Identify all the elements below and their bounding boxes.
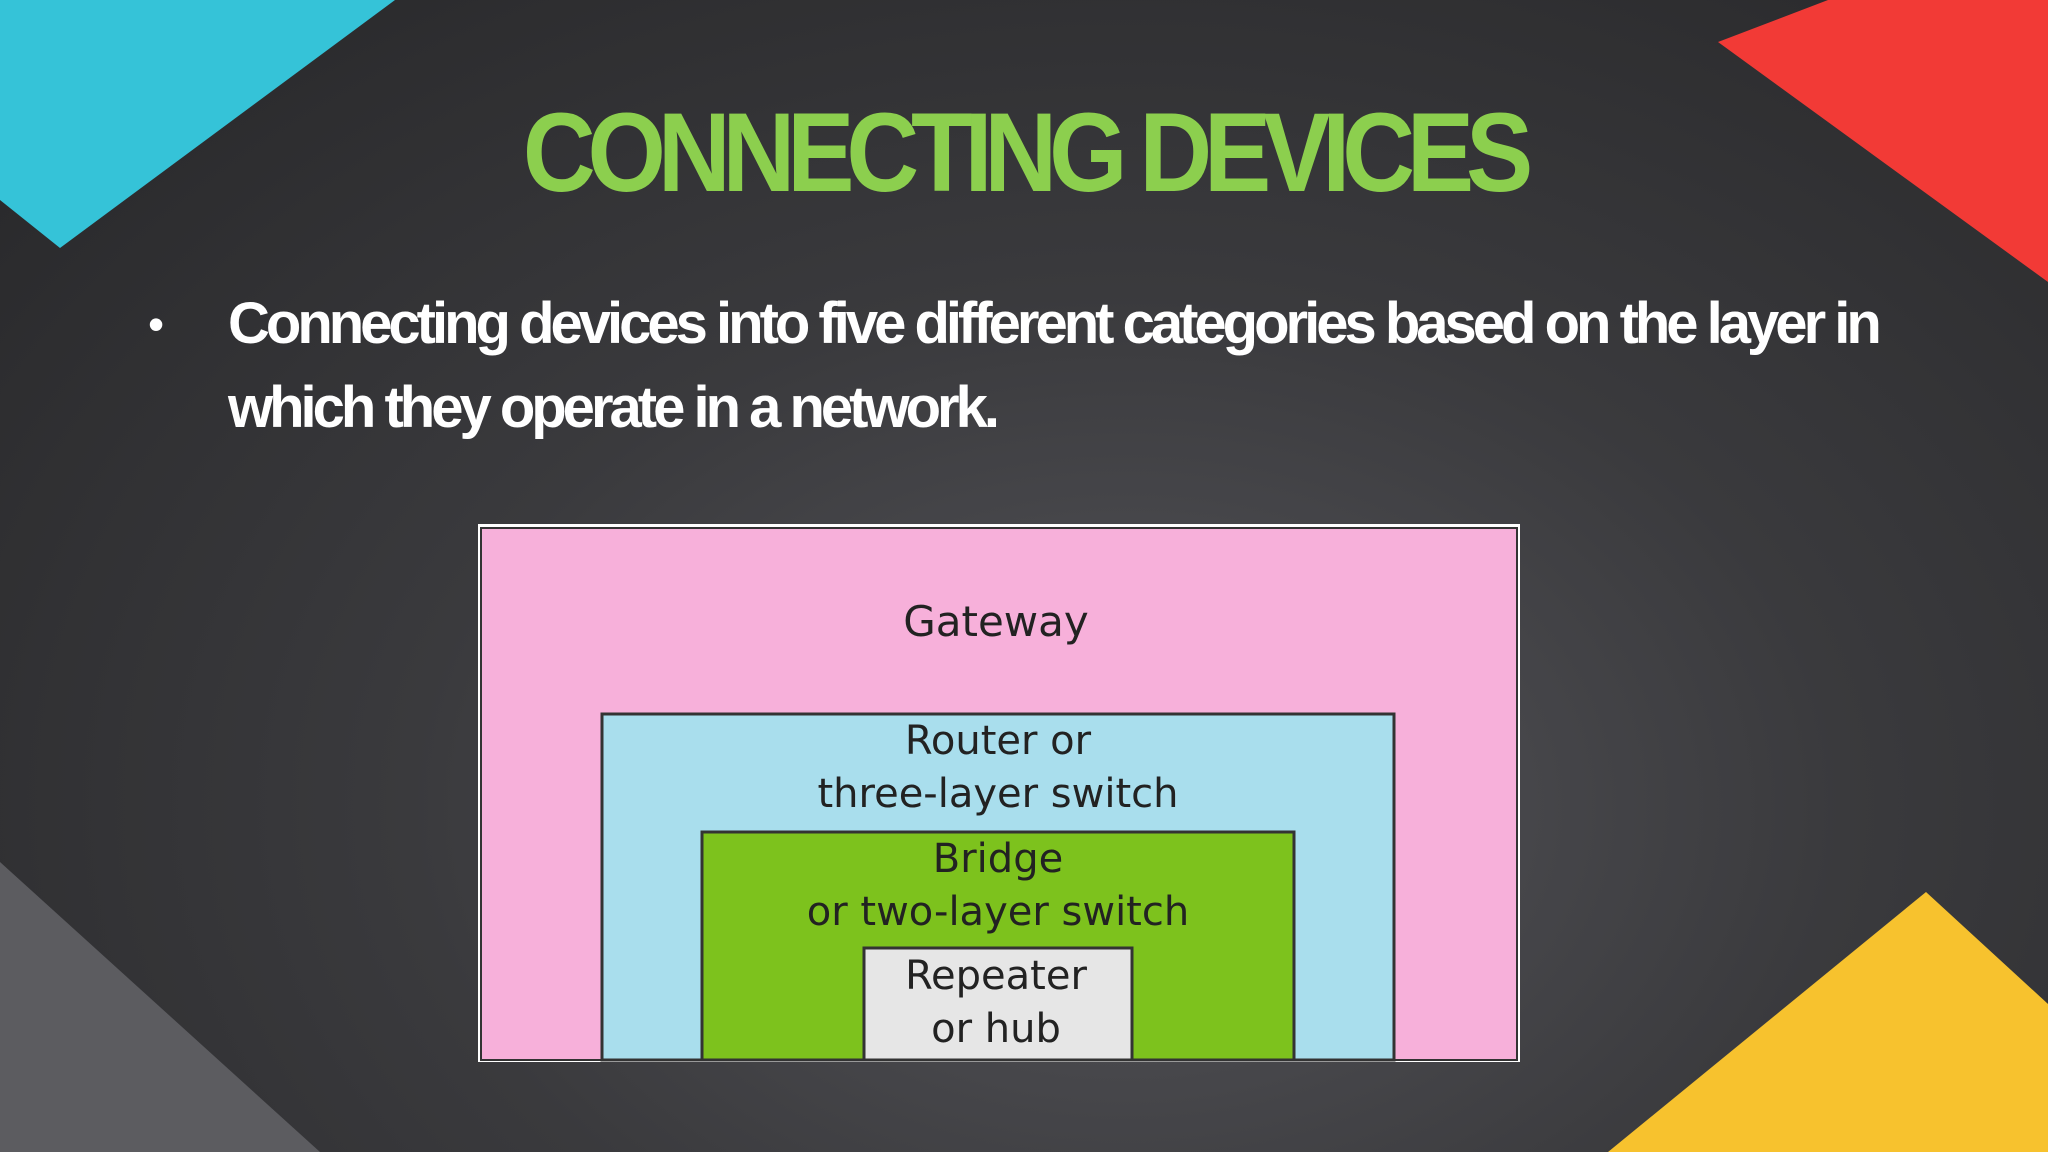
repeater-label-line-2: or hub [931,1006,1061,1052]
corner-bottom-left-decoration [0,862,320,1152]
router-label-line-2: three-layer switch [817,771,1178,817]
gateway-label-line-1: Gateway [903,597,1089,646]
bridge-label-line-2: or two-layer switch [807,889,1189,935]
bullet-icon: • [148,298,165,350]
bullet-item: • Connecting devices into five different… [140,282,1940,450]
repeater-layer [862,946,1134,1062]
router-label-line-1: Router or [905,718,1092,764]
bullet-text: Connecting devices into five different c… [228,291,1882,440]
corner-bottom-right-decoration [1608,892,2048,1152]
bridge-label-line-1: Bridge [933,836,1063,882]
slide-title: CONNECTING DEVICES [522,90,1533,215]
layer-diagram: Gateway Router or three-layer switch Bri… [478,524,1520,1062]
corner-top-right-decoration [1718,0,2048,282]
corner-top-left-decoration [0,0,395,248]
repeater-label-line-1: Repeater [905,953,1087,999]
